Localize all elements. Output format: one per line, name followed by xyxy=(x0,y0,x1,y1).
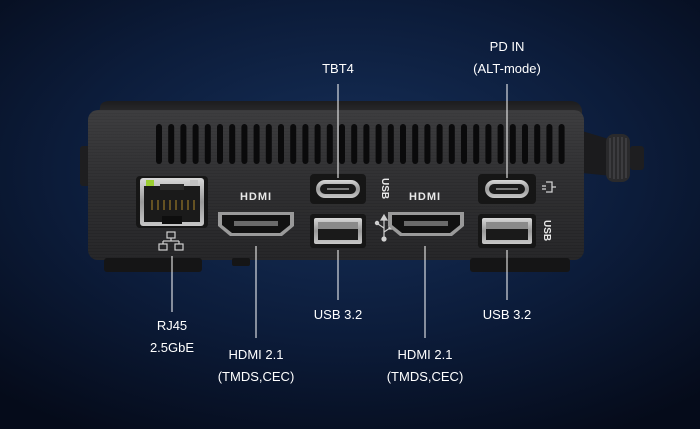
vent-slot xyxy=(229,124,236,164)
vent-slot xyxy=(351,124,358,164)
vent-slot xyxy=(241,124,248,164)
label-rj45-line1: RJ45 xyxy=(156,318,188,333)
label-tbt4: TBT4 xyxy=(322,60,354,78)
vent-slot xyxy=(546,124,553,164)
vent-slot xyxy=(204,124,211,164)
hdmi-port-left xyxy=(218,212,294,236)
label-pd-in-line2: (ALT-mode) xyxy=(473,61,541,76)
label-hdmi-right-line1: HDMI 2.1 xyxy=(397,347,453,362)
usb-a-port-left xyxy=(310,214,366,248)
vent-slot xyxy=(265,124,272,164)
vent-slot xyxy=(509,124,516,164)
center-foot xyxy=(232,258,250,266)
label-hdmi-right-line2: (TMDS,CEC) xyxy=(386,369,464,384)
label-usb-left-text: USB 3.2 xyxy=(313,307,363,322)
hdmi-logo-right: HDMI xyxy=(409,191,441,203)
usb-vertical-mark-2: USB xyxy=(541,220,552,241)
right-foot xyxy=(470,258,570,272)
vent-slot xyxy=(436,124,443,164)
vent-slot xyxy=(497,124,504,164)
ethernet-icon xyxy=(158,231,184,251)
label-hdmi-left-line1: HDMI 2.1 xyxy=(228,347,284,362)
label-hdmi-left: HDMI 2.1 (TMDS,CEC) xyxy=(218,344,295,388)
label-usb-right: USB 3.2 xyxy=(483,306,531,324)
vent-slot xyxy=(339,124,345,164)
vent-slot xyxy=(290,124,297,164)
vent-slot xyxy=(314,124,321,164)
vent-slot xyxy=(363,124,370,164)
label-usb-left: USB 3.2 xyxy=(314,306,362,324)
vent-slot xyxy=(302,124,309,164)
vent-slot xyxy=(522,124,528,164)
vent-slot xyxy=(180,124,187,164)
vent-slot xyxy=(448,124,455,164)
label-pd-in-line1: PD IN xyxy=(489,39,525,54)
label-pd-in: PD IN (ALT-mode) xyxy=(473,36,541,80)
vent-slot xyxy=(326,124,333,164)
hdmi-port-right xyxy=(388,212,464,236)
usb-a-port-right xyxy=(478,214,536,248)
label-hdmi-right: HDMI 2.1 (TMDS,CEC) xyxy=(387,344,464,388)
vent-slot xyxy=(412,124,419,164)
left-foot xyxy=(104,258,202,272)
label-usb-right-text: USB 3.2 xyxy=(482,307,532,322)
leader-lines xyxy=(171,84,508,338)
vent-slot xyxy=(375,124,382,164)
vent-slot xyxy=(253,124,260,164)
vent-slot xyxy=(217,124,223,164)
vent-slot xyxy=(168,124,175,164)
vent-slot xyxy=(424,124,431,164)
vent-grille xyxy=(156,124,565,164)
vent-slot xyxy=(278,124,284,164)
vent-slot xyxy=(192,124,199,164)
vent-slot xyxy=(387,124,394,164)
label-hdmi-left-line2: (TMDS,CEC) xyxy=(217,369,295,384)
label-rj45-line2: 2.5GbE xyxy=(149,340,195,355)
tbt4-usb-c-port xyxy=(310,174,366,204)
label-tbt4-text: TBT4 xyxy=(322,61,354,76)
vent-slot xyxy=(461,124,467,164)
vent-slot xyxy=(400,124,406,164)
vent-slot xyxy=(534,124,541,164)
hdmi-logo-left: HDMI xyxy=(240,191,272,203)
vent-slot xyxy=(485,124,492,164)
vent-slot xyxy=(473,124,480,164)
vent-slot xyxy=(558,124,565,164)
rj45-port xyxy=(136,176,208,228)
pd-in-usb-c-port xyxy=(478,174,536,204)
vent-slot xyxy=(156,124,162,164)
label-rj45: RJ45 2.5GbE xyxy=(150,315,194,359)
usb-vertical-mark-1: USB xyxy=(379,178,390,199)
power-delivery-icon xyxy=(542,181,556,193)
